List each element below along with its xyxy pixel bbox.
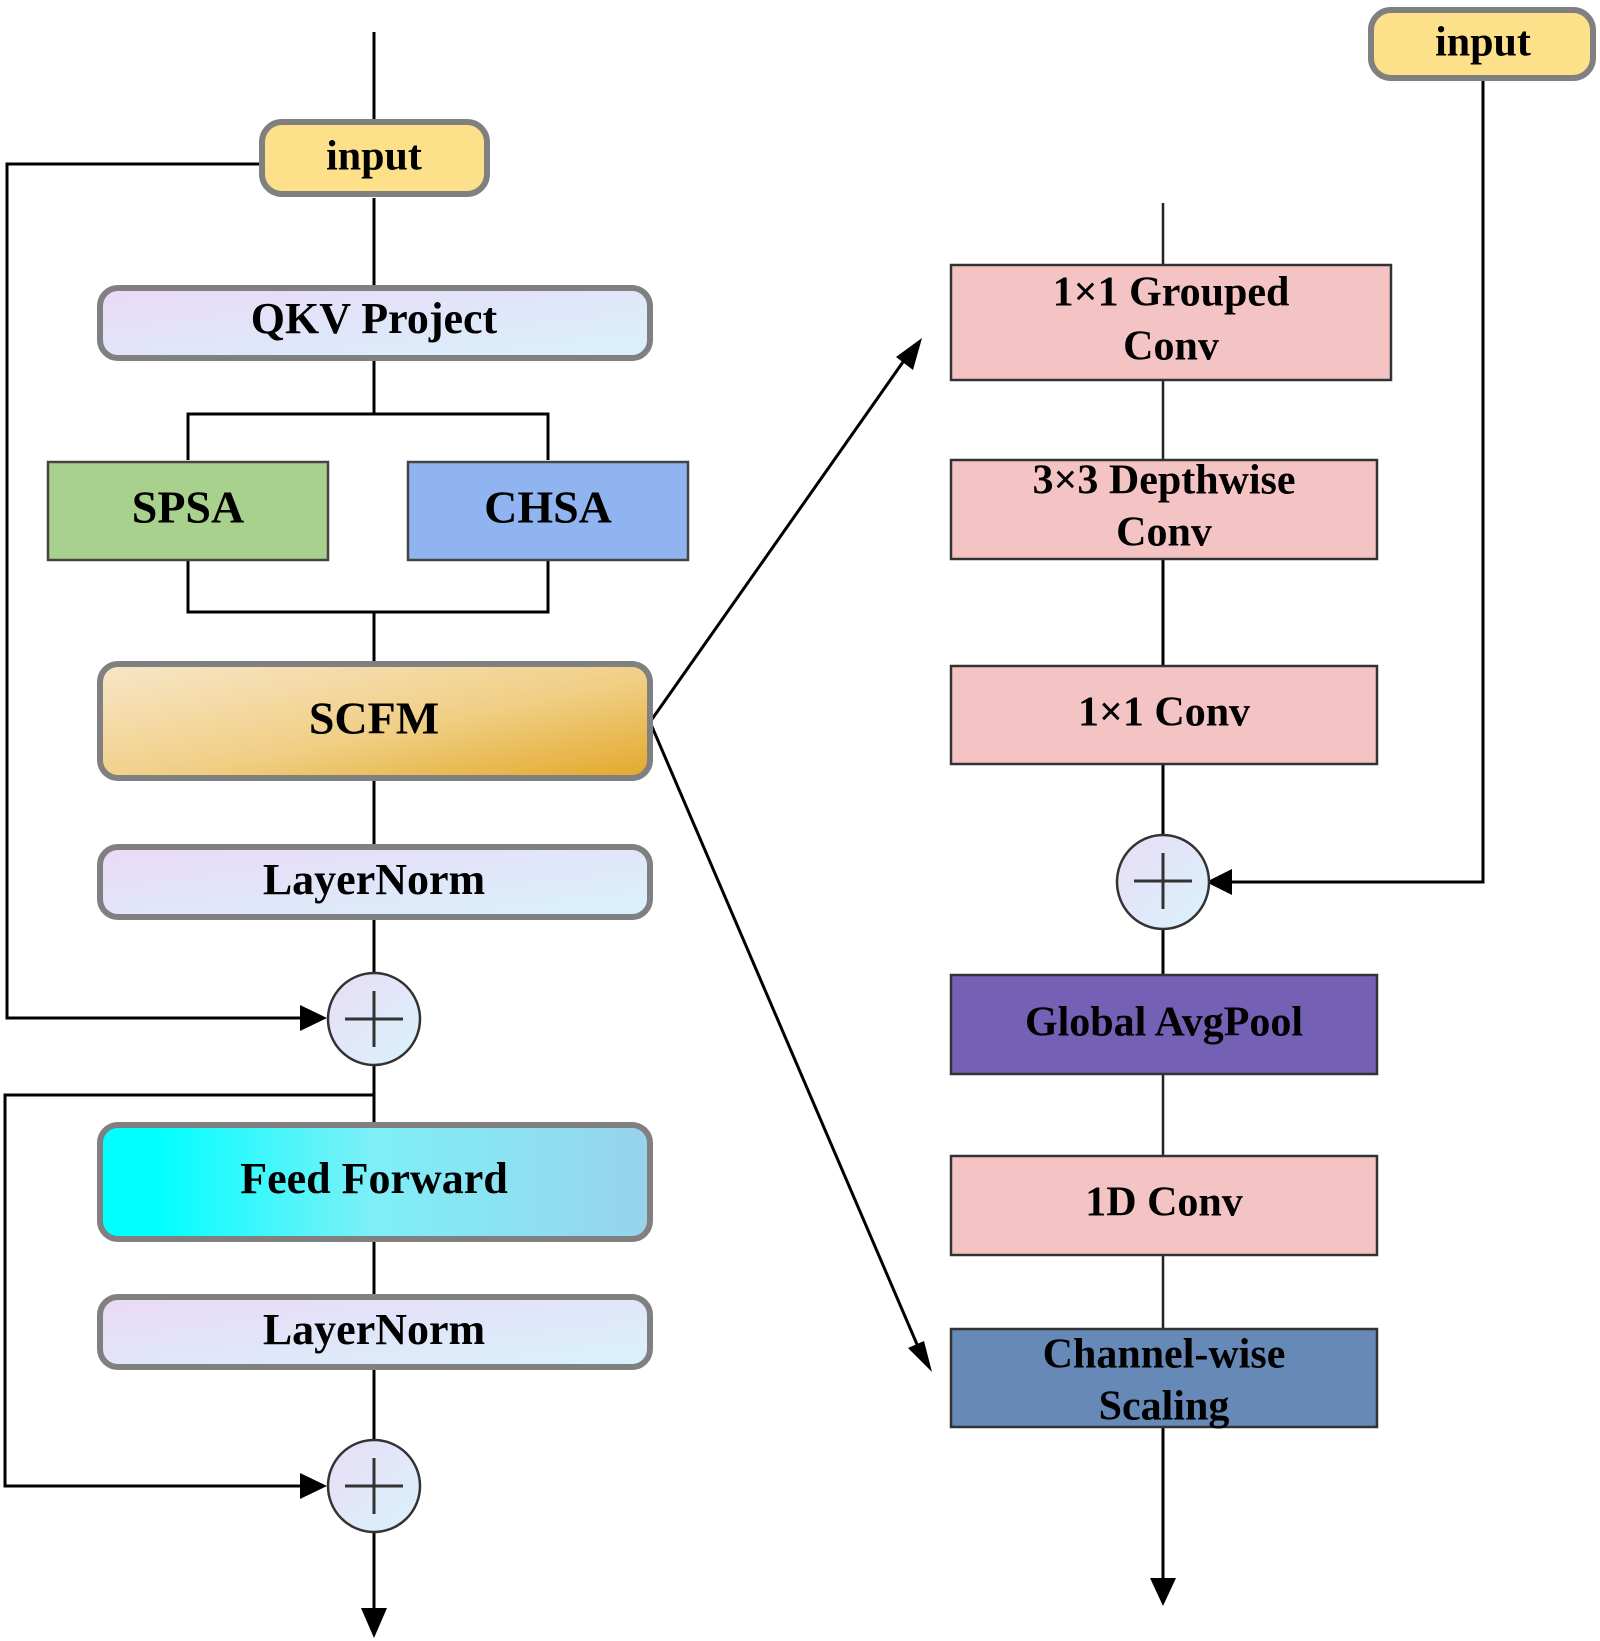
add-node-3 (1115, 833, 1211, 931)
channel-scaling-block[interactable]: Channel-wise Scaling (949, 1327, 1379, 1430)
layernorm-block-1[interactable]: LayerNorm (97, 844, 653, 920)
left-input-node[interactable]: input (259, 119, 490, 197)
add-node-2 (326, 1438, 422, 1534)
depthwise-conv-label-line2: Conv (1116, 510, 1212, 556)
conv1x1-block[interactable]: 1×1 Conv (949, 664, 1379, 766)
left-connectors (3, 32, 932, 1638)
global-avgpool-label: Global AvgPool (1025, 1000, 1303, 1046)
qkv-project-label: QKV Project (251, 294, 498, 343)
right-input-label: input (1435, 20, 1531, 66)
right-connectors (1150, 80, 1485, 1606)
global-avgpool-block[interactable]: Global AvgPool (949, 973, 1379, 1076)
feed-forward-label: Feed Forward (240, 1154, 508, 1203)
conv1d-block[interactable]: 1D Conv (949, 1154, 1379, 1257)
channel-scaling-label-line2: Scaling (1099, 1384, 1230, 1430)
add-node-1 (326, 971, 422, 1067)
plus-circle-icon (345, 991, 403, 1047)
depthwise-conv-label-line1: 3×3 Depthwise (1032, 458, 1295, 504)
layernorm-label-1: LayerNorm (263, 855, 485, 904)
plus-circle-icon (345, 1458, 403, 1514)
plus-circle-icon (1134, 853, 1192, 909)
chsa-label: CHSA (484, 482, 612, 533)
chsa-block[interactable]: CHSA (406, 460, 690, 562)
conv1x1-label: 1×1 Conv (1078, 690, 1250, 736)
spsa-label: SPSA (132, 482, 244, 533)
feed-forward-block[interactable]: Feed Forward (97, 1122, 653, 1242)
grouped-conv-block[interactable]: 1×1 Grouped Conv (949, 263, 1393, 382)
layernorm-label-2: LayerNorm (263, 1305, 485, 1354)
qkv-project-block[interactable]: QKV Project (97, 285, 653, 361)
scfm-block[interactable]: SCFM (97, 661, 653, 781)
output-arrowhead (361, 1608, 387, 1638)
left-input-label: input (326, 134, 422, 180)
grouped-conv-label-line1: 1×1 Grouped (1053, 270, 1290, 316)
channel-scaling-label-line1: Channel-wise (1043, 1332, 1286, 1378)
spsa-block[interactable]: SPSA (46, 460, 330, 562)
conv1d-label: 1D Conv (1085, 1180, 1243, 1226)
right-input-node[interactable]: input (1368, 7, 1596, 81)
grouped-conv-label-line2: Conv (1123, 324, 1219, 370)
layernorm-block-2[interactable]: LayerNorm (97, 1294, 653, 1370)
depthwise-conv-block[interactable]: 3×3 Depthwise Conv (949, 458, 1379, 561)
scfm-label: SCFM (309, 693, 439, 744)
